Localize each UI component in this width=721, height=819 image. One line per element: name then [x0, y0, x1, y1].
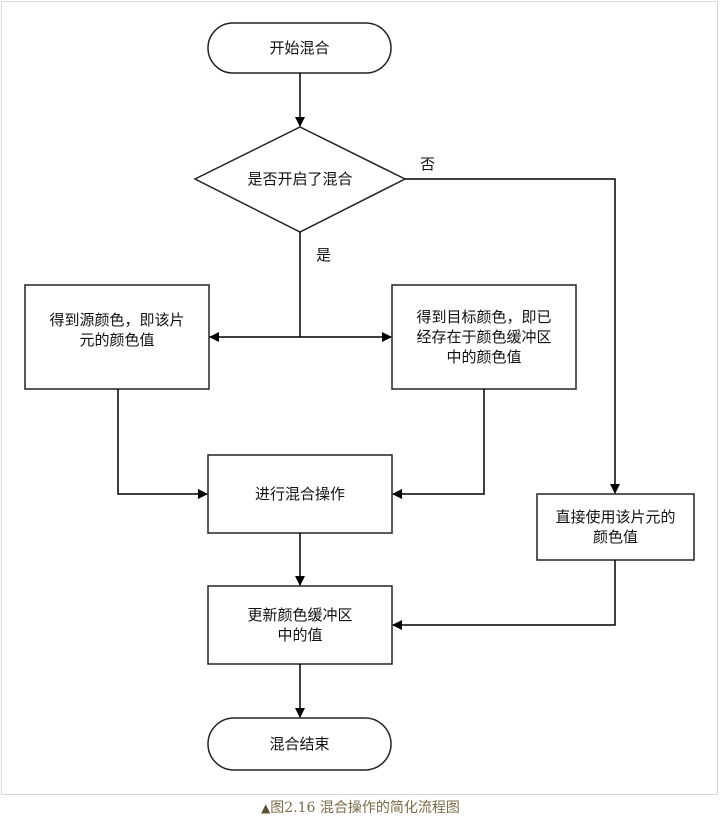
source-color-box [24, 284, 210, 390]
figure-caption: ▲图2.16 混合操作的简化流程图 [0, 797, 721, 817]
arrow-direct-to-update [392, 560, 616, 630]
start-label: 开始混合 [269, 39, 330, 57]
blend-op-label: 进行混合操作 [254, 485, 345, 503]
source-color-label: 得到源颜色，即该片 元的颜色值 [49, 311, 185, 349]
dest-color-label: 得到目标颜色，即已 经存在于颜色缓冲区 中的颜色值 [416, 308, 552, 366]
end-label: 混合结束 [269, 735, 330, 753]
yes-edge-label: 是 [316, 246, 332, 264]
direct-use-box [536, 493, 695, 561]
direct-use-label: 直接使用该片元的 颜色值 [555, 508, 676, 546]
arrow-dest-to-blend [392, 389, 485, 499]
no-edge-label: 否 [420, 155, 436, 173]
dest-color-box [391, 284, 577, 390]
decision-label: 是否开启了混合 [247, 170, 353, 188]
arrow-decision-no-to-direct [405, 178, 620, 494]
update-buffer-box [207, 585, 393, 665]
arrow-source-to-blend [117, 389, 208, 499]
update-buffer-label: 更新颜色缓冲区 中的值 [247, 606, 353, 644]
blend-op-box [207, 454, 393, 534]
end-terminal [207, 717, 392, 771]
caption-text: 图2.16 混合操作的简化流程图 [270, 800, 460, 816]
caption-triangle-icon: ▲ [261, 801, 271, 815]
